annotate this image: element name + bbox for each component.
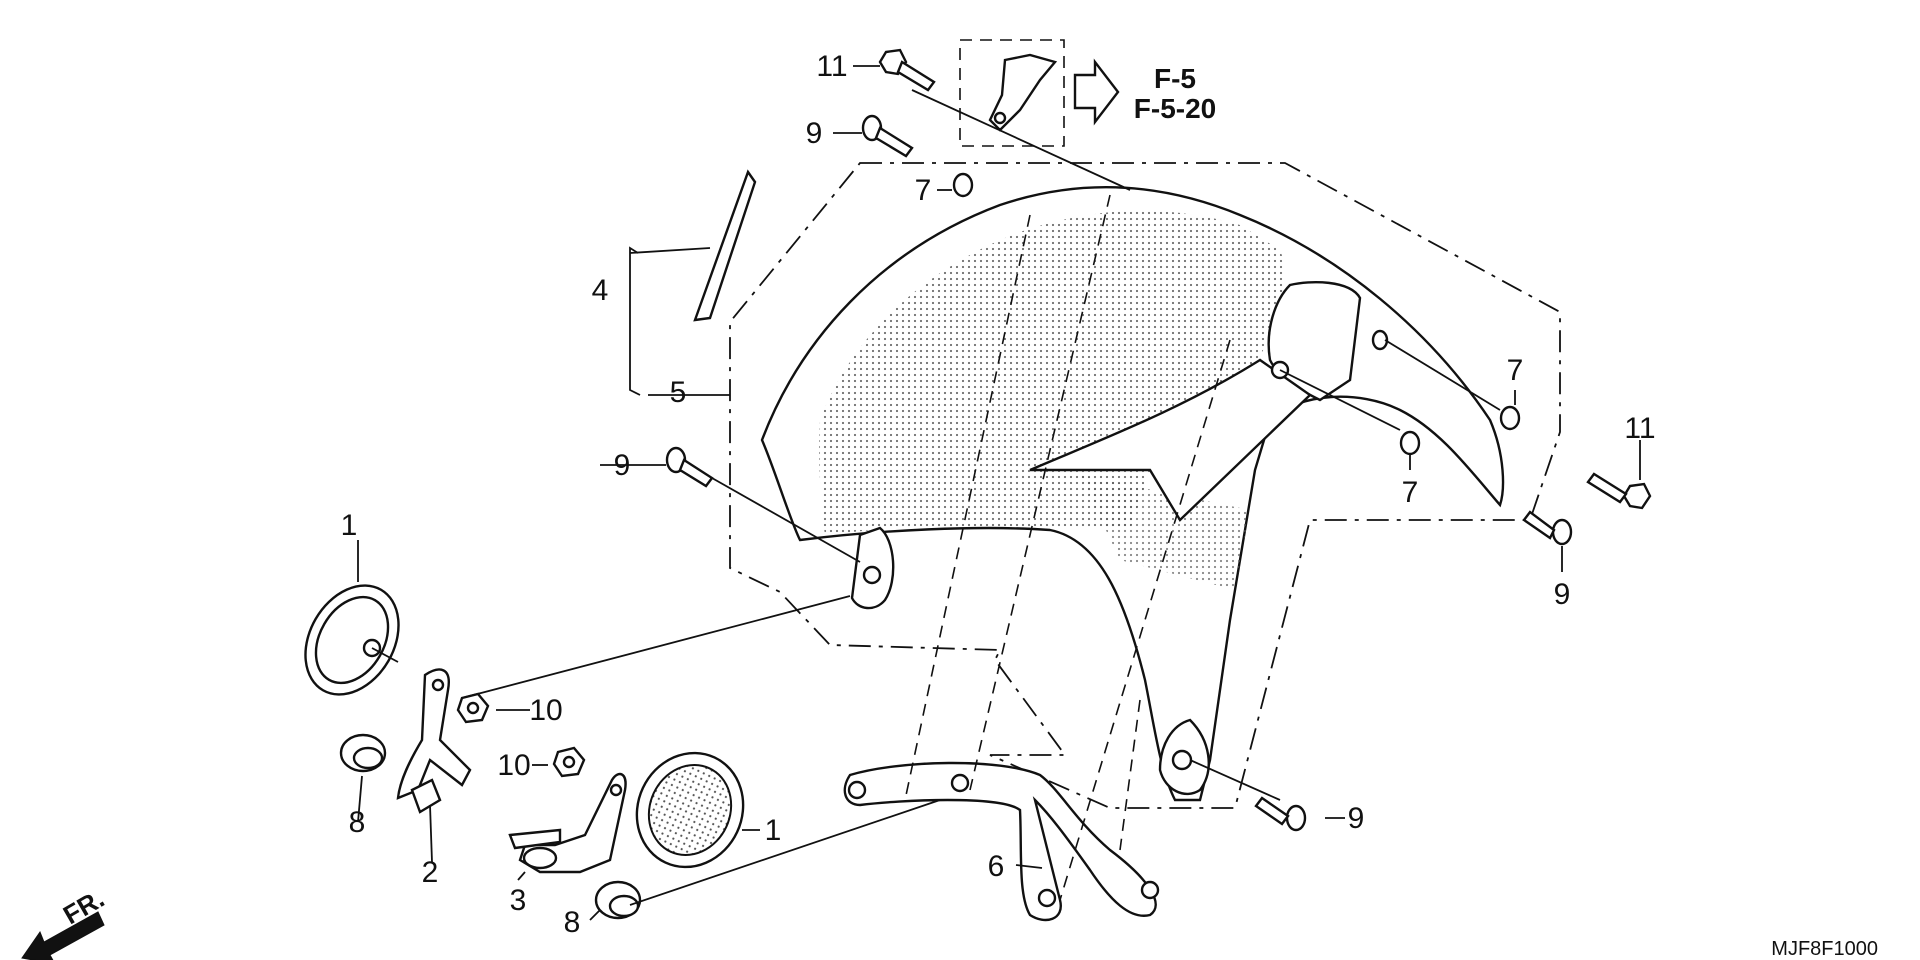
- callout-6: 6: [988, 850, 1005, 883]
- callout-2: 2: [422, 856, 439, 889]
- front-fender: [760, 185, 1505, 802]
- callout-1-right: 1: [765, 814, 782, 847]
- washer-right: [1499, 405, 1521, 431]
- reference-clip: [988, 53, 1058, 132]
- callout-8-bottom: 8: [564, 906, 581, 939]
- callout-7-top: 7: [915, 174, 932, 207]
- bolt-9-left: [665, 446, 714, 488]
- callout-7-right: 7: [1507, 354, 1524, 387]
- fender-stripe: [693, 169, 757, 322]
- callout-10-a: 10: [529, 694, 562, 727]
- reference-arrow-icon: [1073, 58, 1120, 126]
- callout-4: 4: [592, 274, 609, 307]
- callout-9-right: 9: [1554, 578, 1571, 611]
- washer-top: [952, 172, 974, 198]
- washer-upper-right: [1371, 329, 1389, 351]
- grommet-left: [339, 733, 387, 773]
- callout-3: 3: [510, 884, 527, 917]
- bolt-9-right: [1522, 510, 1573, 546]
- alignment-lines: [904, 194, 1231, 901]
- bolt-11-right: [1586, 472, 1652, 510]
- bolt-9-top: [861, 114, 914, 158]
- callout-9-top: 9: [806, 117, 823, 150]
- callout-7-mid: 7: [1402, 476, 1419, 509]
- washer-mid: [1399, 430, 1421, 456]
- reflector-upper: [304, 584, 400, 696]
- bolt-9-bottom: [1254, 796, 1307, 832]
- leader-lines: [357, 65, 1641, 921]
- assembly-boundary: [729, 162, 1561, 809]
- callout-1-top: 1: [341, 509, 358, 542]
- callout-10-b: 10: [497, 749, 530, 782]
- nut-b: [552, 746, 586, 778]
- callout-9-left: 9: [614, 449, 631, 482]
- diagram-code: MJF8F1000: [1771, 938, 1878, 960]
- reference-box: [959, 39, 1065, 147]
- reference-label-a: F-5: [1154, 63, 1196, 94]
- reflector-bracket-2: [396, 668, 472, 814]
- callout-11-top: 11: [816, 50, 847, 83]
- reflector-lower: [635, 751, 745, 869]
- callout-9-bottom: 9: [1348, 802, 1365, 835]
- bolt-11-top: [878, 48, 936, 92]
- grommet-bottom: [594, 880, 642, 920]
- reference-label-b: F-5-20: [1134, 93, 1216, 124]
- callout-11-right: 11: [1624, 412, 1655, 445]
- front-arrow-icon: [21, 911, 105, 960]
- callout-5: 5: [670, 376, 687, 409]
- reflector-bracket-3: [508, 772, 627, 874]
- callout-8-left: 8: [349, 806, 366, 839]
- fender-stay: [843, 761, 1160, 922]
